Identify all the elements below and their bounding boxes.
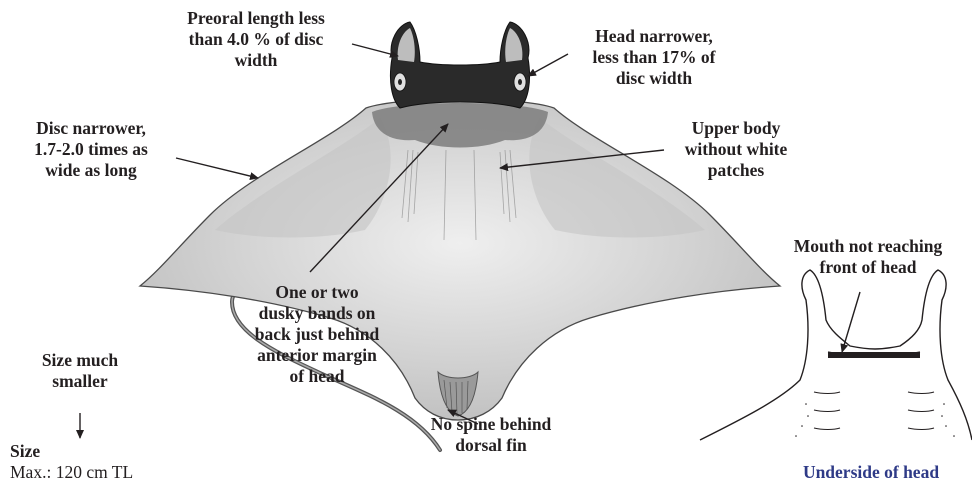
label-mouth: Mouth not reaching front of head — [768, 236, 968, 278]
label-size-note: Size much smaller — [20, 350, 140, 392]
underside-of-head-inset — [700, 270, 972, 440]
label-no-spine: No spine behind dorsal fin — [416, 414, 566, 456]
label-preoral-length: Preoral length less than 4.0 % of disc w… — [160, 8, 352, 71]
arrow-head-width — [528, 54, 568, 76]
label-upper-body: Upper body without white patches — [668, 118, 804, 181]
label-disc-narrower: Disc narrower, 1.7-2.0 times as wide as … — [10, 118, 172, 181]
underside-caption: Underside of head — [776, 462, 966, 483]
size-value: Max.: 120 cm TL — [10, 462, 133, 483]
arrow-mouth — [842, 292, 860, 352]
label-dusky-bands: One or two dusky bands on back just behi… — [242, 282, 392, 387]
label-head-narrower: Head narrower, less than 17% of disc wid… — [574, 26, 734, 89]
size-title: Size — [10, 441, 40, 462]
wing-shading-left — [215, 118, 391, 238]
mouth-teeth — [828, 352, 920, 358]
arrow-disc — [176, 158, 258, 178]
